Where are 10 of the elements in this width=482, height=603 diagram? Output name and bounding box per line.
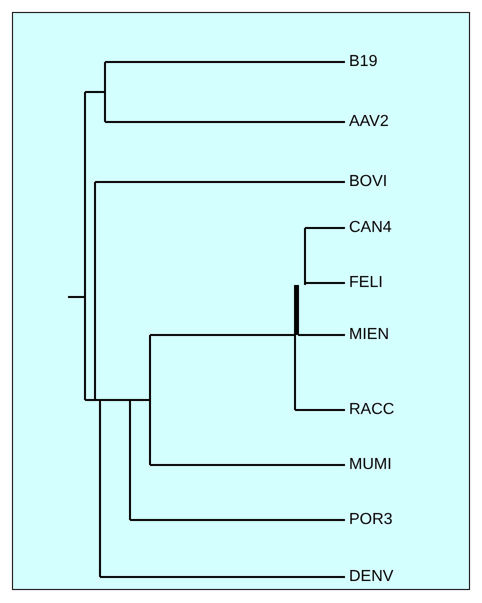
taxon-label: RACC bbox=[349, 401, 394, 419]
taxon-label: DENV bbox=[349, 568, 394, 586]
taxon-label: MIEN bbox=[349, 326, 389, 344]
taxon-label: AAV2 bbox=[349, 113, 389, 131]
taxon-label: POR3 bbox=[349, 511, 393, 529]
taxon-label: MUMI bbox=[349, 456, 392, 474]
taxon-label: CAN4 bbox=[349, 219, 392, 237]
taxon-label: BOVI bbox=[349, 173, 388, 191]
taxon-label: FELI bbox=[349, 274, 383, 292]
taxon-label: B19 bbox=[349, 53, 378, 71]
